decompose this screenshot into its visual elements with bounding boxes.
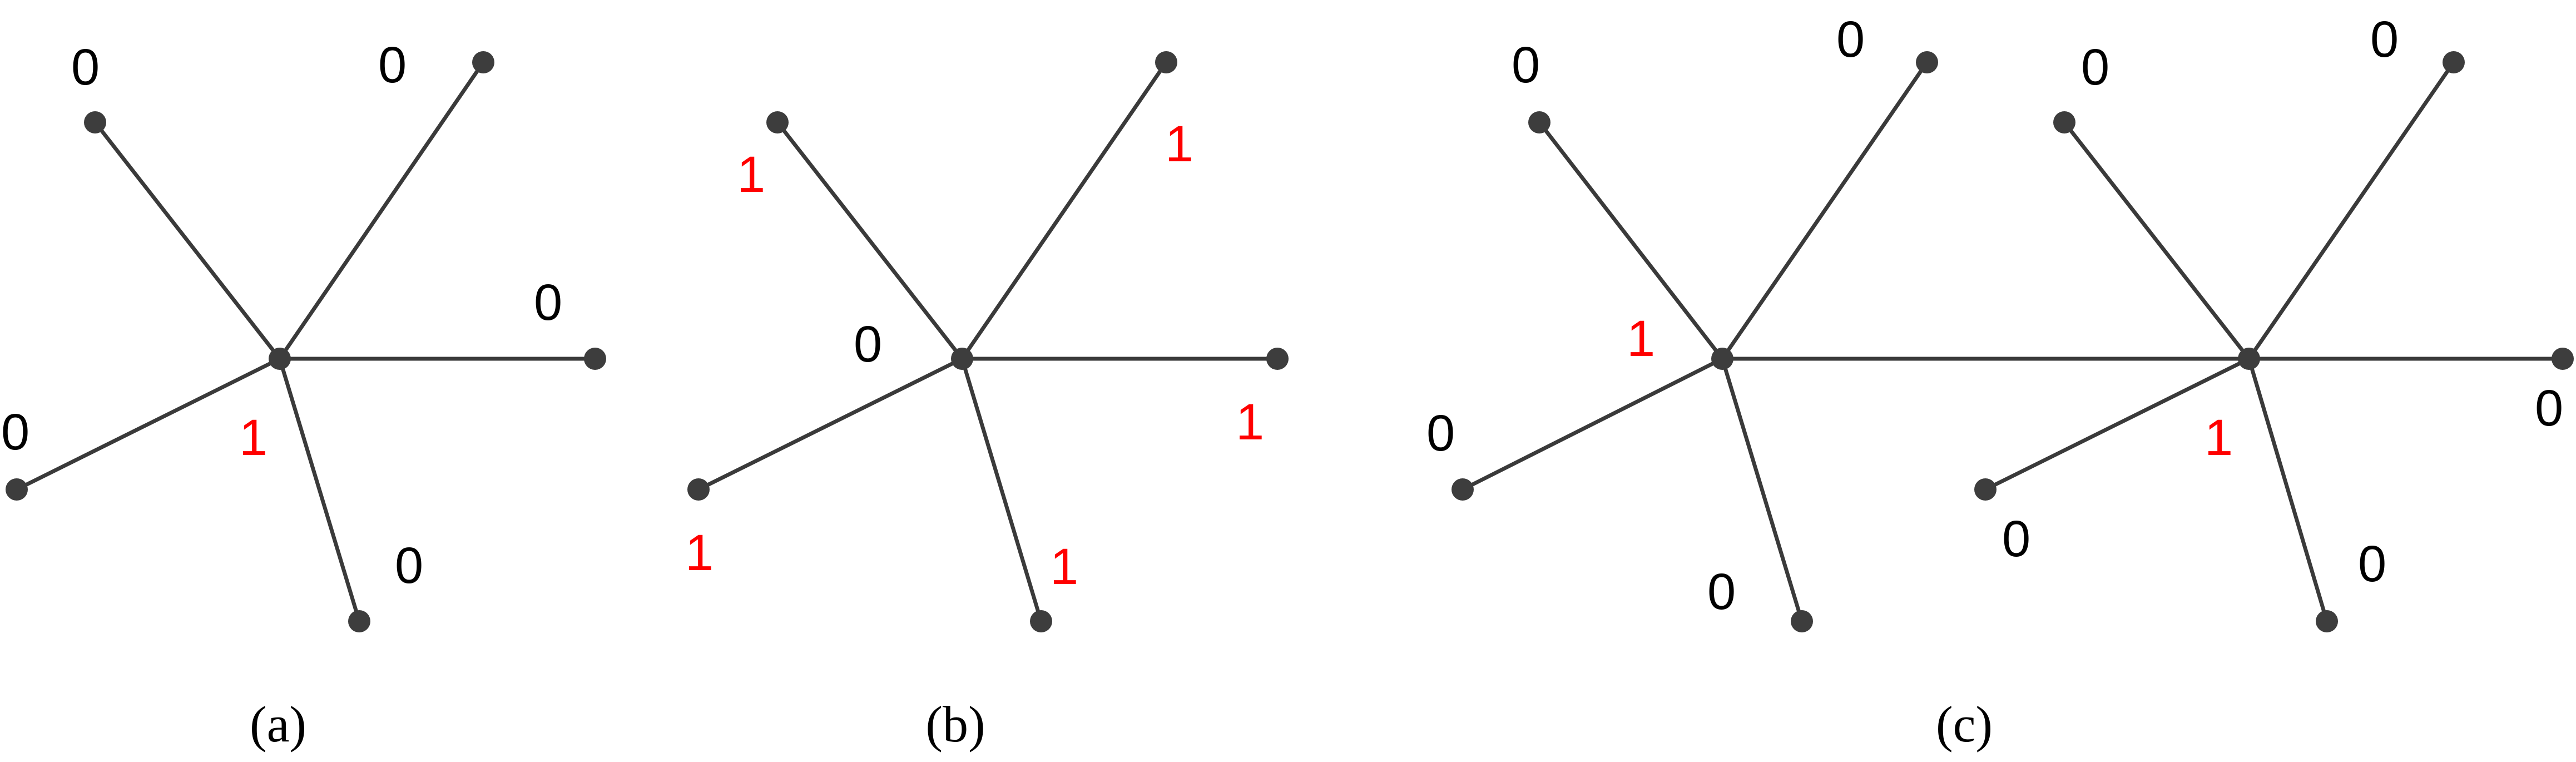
leaf-label: 0 xyxy=(2535,380,2563,437)
leaf-label: 0 xyxy=(395,537,423,594)
edge xyxy=(2062,120,2251,361)
panel-caption: (a) xyxy=(250,696,306,753)
leaf-node xyxy=(472,51,494,73)
leaf-label: 0 xyxy=(2081,39,2109,96)
center-node xyxy=(2238,348,2260,370)
leaf-label: 0 xyxy=(1512,37,1540,93)
center-label: 1 xyxy=(2205,409,2233,466)
panel-b-edges xyxy=(696,60,1280,624)
leaf-node xyxy=(766,111,789,133)
leaf-label: 1 xyxy=(1236,394,1264,451)
panel-b-nodes xyxy=(687,51,1289,632)
leaf-label: 0 xyxy=(1,404,29,461)
leaf-node xyxy=(2443,51,2465,73)
panel-caption: (b) xyxy=(925,696,985,753)
leaf-node xyxy=(1266,348,1289,370)
leaf-label: 1 xyxy=(1165,116,1193,172)
leaf-label: 0 xyxy=(2002,511,2030,567)
leaf-label: 0 xyxy=(1836,11,1865,68)
leaf-node xyxy=(2053,111,2075,133)
leaf-label: 0 xyxy=(1707,563,1736,620)
leaf-node xyxy=(687,478,710,501)
leaf-node xyxy=(2316,610,2338,632)
panel-a: 1 0 0 0 0 0 (a) xyxy=(1,37,606,753)
leaf-node xyxy=(348,610,370,632)
center-label: 1 xyxy=(1627,310,1655,367)
leaf-node xyxy=(1155,51,1177,73)
leaf-label: 0 xyxy=(1426,405,1455,462)
leaf-label: 1 xyxy=(685,525,714,581)
edge xyxy=(278,357,361,624)
panel-a-nodes xyxy=(6,51,606,632)
edge xyxy=(960,357,1043,624)
leaf-node xyxy=(1030,610,1052,632)
panel-caption: (c) xyxy=(1936,696,1993,753)
leaf-label: 0 xyxy=(2358,536,2386,592)
center-label: 1 xyxy=(239,409,267,466)
edge xyxy=(1720,357,1804,624)
edge xyxy=(775,120,964,361)
edge xyxy=(2247,357,2329,624)
edge xyxy=(1983,357,2251,492)
center-label: 0 xyxy=(854,316,882,373)
leaf-node xyxy=(1528,111,1550,133)
panel-b-labels: 0 1 1 1 1 1 xyxy=(685,116,1264,595)
leaf-label: 0 xyxy=(71,39,100,96)
panel-a-labels: 1 0 0 0 0 0 xyxy=(1,37,562,594)
center-node xyxy=(269,348,291,370)
panel-c: 1 0 0 0 0 1 0 0 0 0 0 (c) xyxy=(1426,11,2574,753)
edge xyxy=(14,357,282,492)
edge xyxy=(960,60,1168,361)
leaf-node xyxy=(84,111,106,133)
edge xyxy=(1460,357,1725,492)
panel-c-labels: 1 0 0 0 0 1 0 0 0 0 0 xyxy=(1426,11,2563,620)
center-node xyxy=(1711,348,1733,370)
panel-a-edges xyxy=(14,60,597,624)
leaf-node xyxy=(1452,478,1474,501)
leaf-node xyxy=(2552,348,2574,370)
edge xyxy=(278,60,486,361)
leaf-node xyxy=(1974,478,1997,501)
leaf-node xyxy=(1916,51,1938,73)
leaf-label: 1 xyxy=(737,146,765,203)
leaf-label: 0 xyxy=(2370,11,2399,68)
leaf-label: 0 xyxy=(534,274,562,331)
edge xyxy=(93,120,282,361)
leaf-node xyxy=(584,348,606,370)
edge xyxy=(1720,60,1929,361)
panel-c-edges xyxy=(1460,60,2565,624)
leaf-label: 1 xyxy=(1050,538,1078,595)
panel-b: 0 1 1 1 1 1 (b) xyxy=(685,51,1289,753)
edge xyxy=(1537,120,1725,361)
leaf-node xyxy=(1791,610,1813,632)
panel-c-nodes xyxy=(1452,51,2574,632)
leaf-node xyxy=(6,478,28,501)
edge xyxy=(696,357,964,492)
center-node xyxy=(951,348,973,370)
edge xyxy=(2247,60,2456,361)
leaf-label: 0 xyxy=(378,37,407,93)
